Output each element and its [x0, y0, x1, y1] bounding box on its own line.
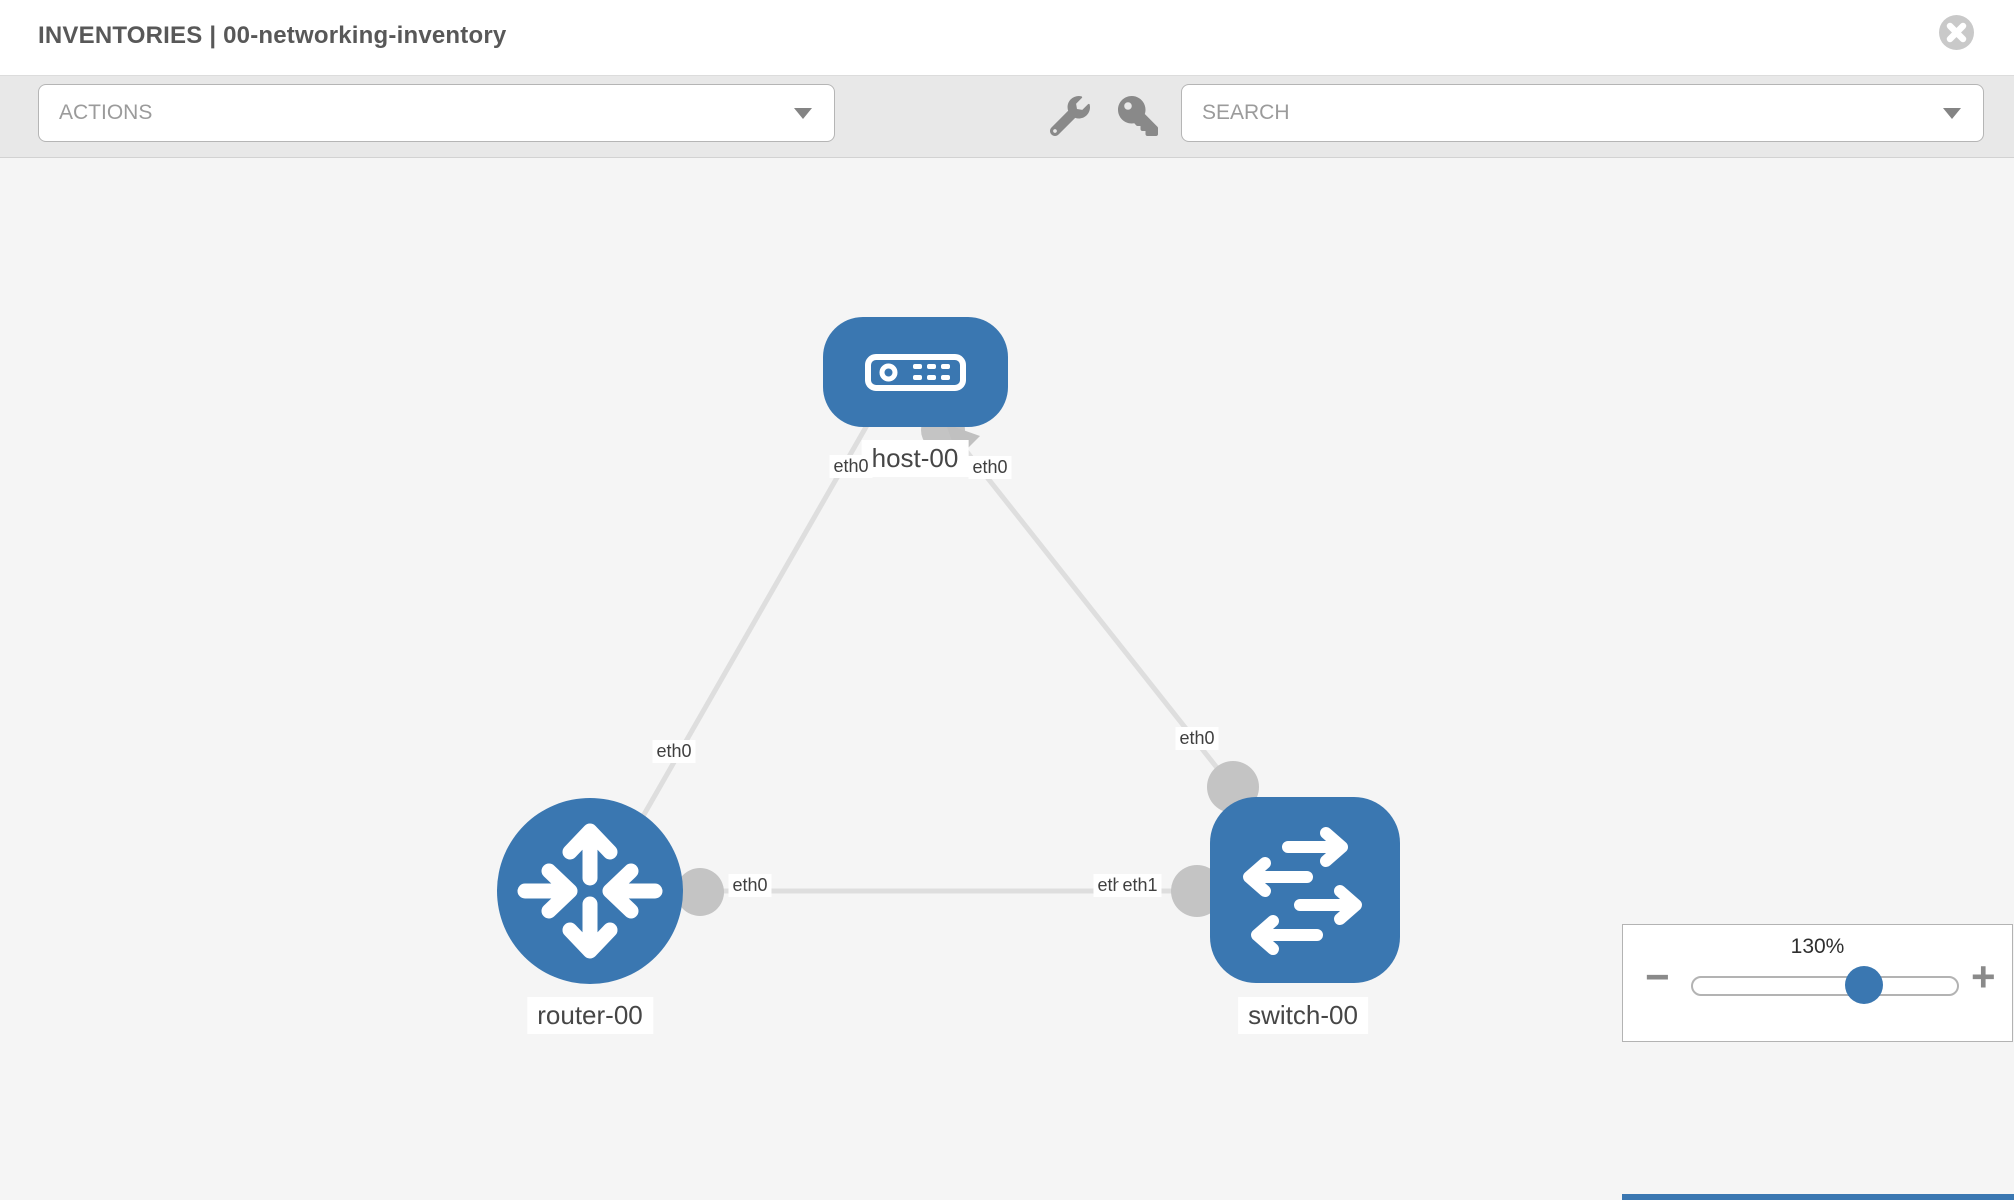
iface-label-mid-right-over: eth1: [1118, 874, 1162, 897]
zoom-level-text: 130%: [1790, 935, 1845, 958]
zoom-slider-track[interactable]: [1691, 976, 1959, 996]
node-label-switch: switch-00: [1238, 997, 1368, 1034]
iface-label-host-right: eth0: [968, 456, 1012, 479]
toolbar: ACTIONS SEARCH: [0, 75, 2014, 158]
wrench-icon[interactable]: [1049, 96, 1090, 137]
header: INVENTORIES | 00-networking-inventory: [0, 0, 2014, 75]
zoom-panel: 130% − +: [1622, 924, 2013, 1042]
node-router[interactable]: [497, 798, 683, 984]
node-label-router: router-00: [527, 997, 653, 1034]
chevron-down-icon: [794, 108, 812, 119]
iface-label-switch-top: eth0: [1175, 727, 1219, 750]
topology-canvas[interactable]: host-00 router-00 switch-00 eth0 eth0 et…: [0, 158, 2014, 1200]
close-icon[interactable]: [1938, 14, 1975, 51]
actions-dropdown-label: ACTIONS: [59, 101, 153, 124]
key-panel-bar[interactable]: [1622, 1194, 2014, 1200]
page-title: INVENTORIES | 00-networking-inventory: [38, 22, 507, 49]
iface-label-host-left: eth0: [829, 455, 873, 478]
topology-edges: [639, 408, 1259, 917]
zoom-in-button[interactable]: +: [1971, 953, 1996, 1000]
node-host[interactable]: [823, 317, 1008, 427]
search-placeholder: SEARCH: [1202, 101, 1290, 124]
zoom-slider-handle[interactable]: [1845, 966, 1883, 1004]
iface-label-mid-left: eth0: [728, 874, 772, 897]
host-icon: [865, 354, 966, 391]
iface-label-router-top: eth0: [652, 740, 696, 763]
key-icon[interactable]: [1118, 96, 1158, 136]
chevron-down-icon: [1943, 108, 1961, 119]
router-icon: [517, 823, 663, 959]
actions-dropdown[interactable]: ACTIONS: [38, 84, 835, 142]
zoom-out-button[interactable]: −: [1645, 953, 1670, 1000]
node-label-host: host-00: [861, 440, 969, 477]
switch-icon: [1243, 827, 1362, 955]
port-router-right[interactable]: [676, 868, 724, 916]
search-dropdown[interactable]: SEARCH: [1181, 84, 1984, 142]
node-switch[interactable]: [1210, 797, 1400, 983]
